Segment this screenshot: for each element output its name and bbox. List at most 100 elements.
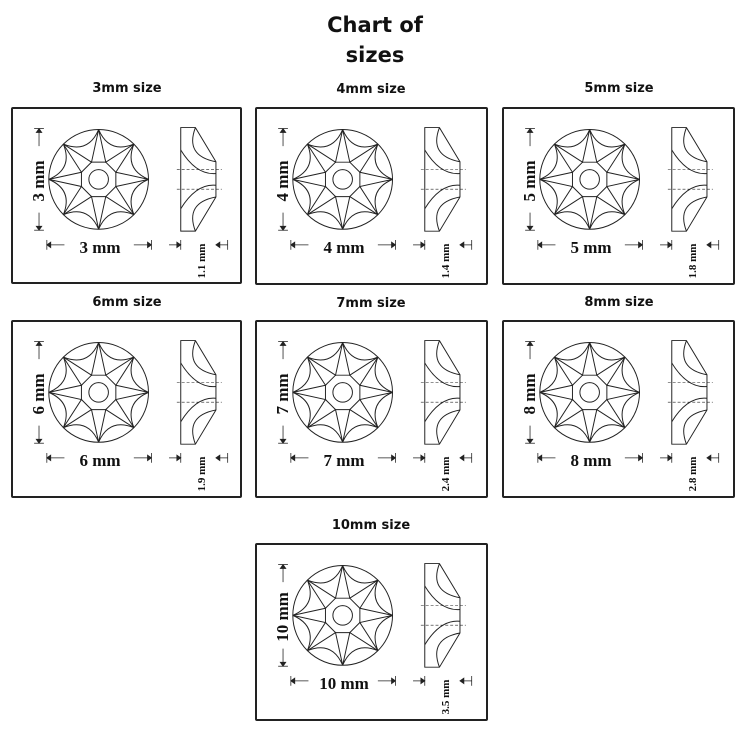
gem-center-hole xyxy=(332,382,353,403)
profile-outline xyxy=(180,340,217,445)
arrow-head xyxy=(459,241,465,249)
thickness-dimension xyxy=(169,239,229,250)
arrow-head xyxy=(279,438,287,444)
gem-petal-facet xyxy=(554,211,591,230)
height-dimension xyxy=(278,563,288,667)
width-dimension-label: 10 mm xyxy=(319,674,369,693)
width-dimension xyxy=(290,239,397,250)
height-dimension-label: 8 mm xyxy=(520,373,539,415)
profile-facets xyxy=(671,340,708,445)
size-panel xyxy=(502,107,735,285)
gem-petal-facet xyxy=(98,342,135,361)
gem-petal-facet xyxy=(292,143,311,180)
gem-center-hole xyxy=(579,169,600,190)
height-dimension xyxy=(278,127,288,231)
side-view xyxy=(420,563,466,668)
gem-petal-facet xyxy=(130,178,149,215)
size-label: 7mm size xyxy=(336,296,406,311)
gem-petal-facet xyxy=(48,356,67,393)
arrow-head xyxy=(391,677,397,685)
profile-outline xyxy=(671,127,708,232)
profile-facets xyxy=(424,340,461,445)
arrow-head xyxy=(147,454,153,462)
thickness-dimension xyxy=(413,239,473,250)
size-drawing xyxy=(525,127,720,250)
gem-petal-facet xyxy=(48,143,67,180)
height-dimension xyxy=(278,340,288,444)
width-dimension xyxy=(290,675,397,686)
thickness-dimension-label: 1.4 mm xyxy=(440,243,452,279)
gem-petal-facet xyxy=(374,614,393,651)
side-view xyxy=(420,127,466,232)
size-label: 4mm size xyxy=(336,82,406,97)
height-dimension xyxy=(34,340,44,444)
arrow-head xyxy=(667,454,673,462)
gem-petal-facet xyxy=(48,178,67,215)
gem-petal-facet xyxy=(63,342,100,361)
arrow-head xyxy=(290,454,296,462)
gem-petal-facet xyxy=(342,424,379,443)
arrow-head xyxy=(176,241,182,249)
gem-petal-facet xyxy=(621,143,640,180)
side-view xyxy=(420,340,466,445)
profile-outline xyxy=(424,340,461,445)
gem-petal-facet xyxy=(130,143,149,180)
gem-petal-facet xyxy=(589,129,626,148)
gem-star-facets xyxy=(48,342,149,443)
height-dimension-label: 10 mm xyxy=(273,592,292,642)
gem-center-hole xyxy=(332,169,353,190)
size-panel xyxy=(255,107,488,285)
gem-petal-facet xyxy=(307,424,344,443)
profile-facets xyxy=(180,340,217,445)
gem-petal-facet xyxy=(589,342,626,361)
size-label: 10mm size xyxy=(331,518,411,533)
gem-petal-facet xyxy=(48,391,67,428)
size-drawing xyxy=(278,563,473,686)
thickness-dimension-label: 2.8 mm xyxy=(687,456,699,492)
profile-outline xyxy=(180,127,217,232)
arrow-head xyxy=(279,340,287,346)
height-dimension-label: 4 mm xyxy=(273,160,292,202)
gem-petal-facet xyxy=(98,424,135,443)
gem-petal-facet xyxy=(63,424,100,443)
arrow-head xyxy=(420,454,426,462)
size-drawing xyxy=(278,127,473,250)
size-drawing xyxy=(34,127,229,250)
size-label: 6mm size xyxy=(92,295,162,310)
front-view xyxy=(292,342,394,443)
gem-petal-facet xyxy=(539,356,558,393)
gem-table-facet xyxy=(324,161,361,198)
width-dimension-label: 4 mm xyxy=(323,238,365,257)
gem-petal-facet xyxy=(554,342,591,361)
arrow-head xyxy=(279,661,287,667)
gem-petal-facet xyxy=(307,211,344,230)
arrow-head xyxy=(638,241,644,249)
gem-petal-facet xyxy=(130,356,149,393)
size-panel xyxy=(255,543,488,721)
size-label: 5mm size xyxy=(584,81,654,96)
gem-petal-facet xyxy=(342,565,379,584)
gem-table-facet xyxy=(571,161,608,198)
gem-star-facets xyxy=(292,129,393,230)
thickness-dimension-label: 1.8 mm xyxy=(687,243,699,279)
width-dimension-label: 5 mm xyxy=(570,238,612,257)
arrow-head xyxy=(526,438,534,444)
arrow-head xyxy=(290,677,296,685)
width-dimension xyxy=(537,239,644,250)
profile-facets xyxy=(424,127,461,232)
arrow-head xyxy=(391,241,397,249)
size-label: 3mm size xyxy=(92,81,162,96)
width-dimension-label: 6 mm xyxy=(79,451,121,470)
arrow-head xyxy=(537,241,543,249)
front-view xyxy=(292,129,394,230)
arrow-head xyxy=(706,241,712,249)
width-dimension-label: 3 mm xyxy=(79,238,121,257)
height-dimension-label: 7 mm xyxy=(273,373,292,415)
gem-petal-facet xyxy=(589,211,626,230)
gem-petal-facet xyxy=(554,424,591,443)
gem-petal-facet xyxy=(554,129,591,148)
size-panel xyxy=(255,320,488,498)
size-panel xyxy=(502,320,735,498)
thickness-dimension-label: 1.1 mm xyxy=(196,243,208,279)
gem-petal-facet xyxy=(292,614,311,651)
